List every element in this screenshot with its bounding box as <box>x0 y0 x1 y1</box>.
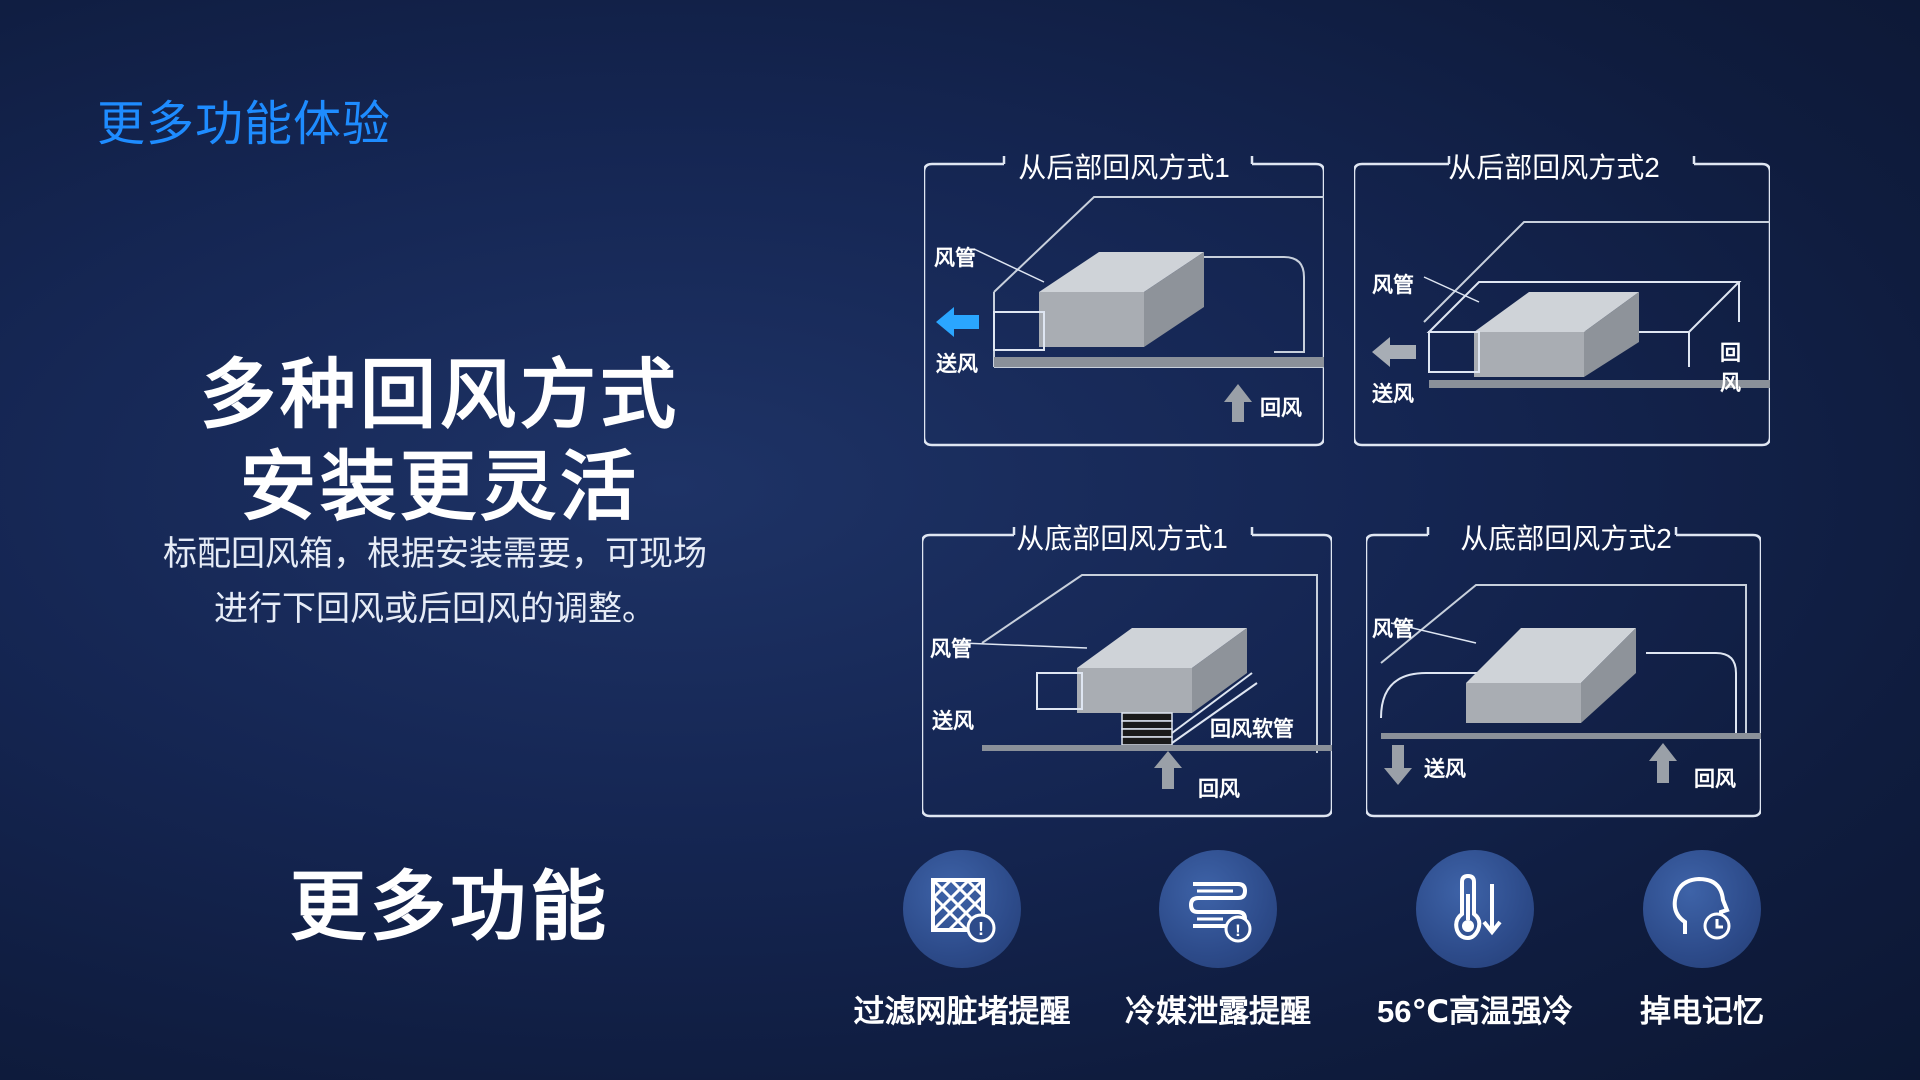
diagram-panel-bottom-1: 从底部回风方式1 风管 送风 回风软管 回风 <box>922 523 1332 818</box>
feature-icon-circle: ! <box>1159 850 1277 968</box>
feature-refrigerant-leak: ! 冷媒泄露提醒 <box>1098 850 1338 1031</box>
page-header-title: 更多功能体验 <box>97 98 392 151</box>
feature-icon-circle <box>1643 850 1761 968</box>
description: 标配回风箱，根据安装需要，可现场 进行下回风或后回风的调整。 <box>130 527 740 637</box>
description-line-1: 标配回风箱，根据安装需要，可现场 <box>163 535 707 573</box>
label-return: 回风 <box>1198 778 1240 801</box>
label-return: 回风 <box>1720 342 1741 395</box>
feature-label: 冷媒泄露提醒 <box>1125 994 1311 1029</box>
panel-title: 从后部回风方式2 <box>1448 152 1660 183</box>
panel-title: 从后部回风方式1 <box>1018 152 1230 183</box>
feature-high-temp-cooling: 56℃高温强冷 <box>1355 850 1595 1031</box>
filter-alert-icon: ! <box>931 878 996 943</box>
label-duct: 风管 <box>1372 274 1414 297</box>
label-return: 回风 <box>1694 768 1736 791</box>
headline-line-2: 安装更灵活 <box>240 445 640 530</box>
diagram-panel-rear-1: 从后部回风方式1 风管 送风 回风 <box>924 152 1324 447</box>
memory-clock-icon <box>1672 876 1731 940</box>
refrigerant-leak-icon: ! <box>1188 882 1252 943</box>
svg-text:!: ! <box>1235 921 1241 940</box>
feature-label: 56℃高温强冷 <box>1376 994 1574 1029</box>
label-supply: 送风 <box>1424 758 1466 781</box>
diagram-rear-1-drawing <box>924 156 1324 447</box>
feature-label: 过滤网脏堵提醒 <box>853 994 1071 1029</box>
panel-title: 从底部回风方式2 <box>1460 523 1672 554</box>
label-supply: 送风 <box>932 710 974 733</box>
headline-line-1: 多种回风方式 <box>200 353 680 438</box>
label-return-hose: 回风软管 <box>1210 718 1294 741</box>
feature-filter-alert: ! 过滤网脏堵提醒 <box>842 850 1082 1031</box>
label-supply: 送风 <box>936 353 978 376</box>
feature-label: 掉电记忆 <box>1640 994 1764 1029</box>
diagram-bottom-2-drawing <box>1366 527 1761 818</box>
feature-icon-circle: ! <box>903 850 1021 968</box>
diagram-bottom-1-drawing <box>922 527 1332 818</box>
description-line-2: 进行下回风或后回风的调整。 <box>214 590 656 628</box>
label-return: 回风 <box>1260 397 1302 420</box>
more-features-title: 更多功能 <box>290 865 610 950</box>
label-duct: 风管 <box>1372 618 1414 641</box>
label-duct: 风管 <box>930 638 972 661</box>
panel-title: 从底部回风方式1 <box>1016 523 1228 554</box>
diagram-panel-bottom-2: 从底部回风方式2 风管 送风 回风 <box>1366 523 1766 818</box>
thermometer-icon <box>1454 874 1502 941</box>
diagram-panel-rear-2: 从后部回风方式2 风管 送风 回风 <box>1354 152 1770 447</box>
svg-text:!: ! <box>978 919 984 939</box>
feature-power-off-memory: 掉电记忆 <box>1582 850 1822 1031</box>
feature-icon-circle <box>1416 850 1534 968</box>
label-supply: 送风 <box>1372 383 1414 406</box>
diagram-rear-2-drawing <box>1354 156 1770 447</box>
label-duct: 风管 <box>934 247 976 270</box>
